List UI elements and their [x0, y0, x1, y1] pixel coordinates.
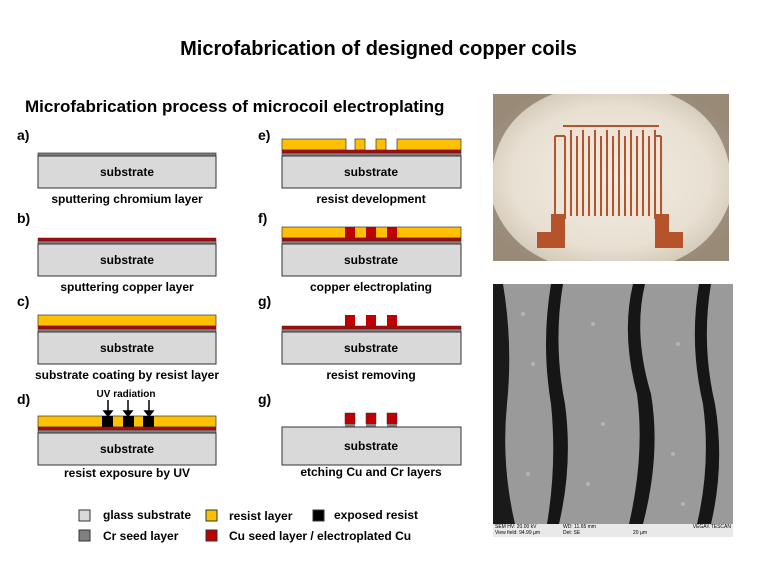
- legend-swatch-exposed: [312, 509, 325, 522]
- electroplated-copper: [365, 412, 377, 425]
- chromium-layer: [387, 424, 397, 427]
- substrate-block: [37, 331, 217, 365]
- legend-label-glass: glass substrate: [103, 508, 191, 522]
- step-c-letter: c): [17, 293, 29, 309]
- resist-layer: [375, 138, 387, 151]
- sem-info-bar: SEM HV: 20.00 kV WD: 11.65 mm VEGA\\ TES…: [493, 524, 733, 537]
- step-f-caption: copper electroplating: [310, 280, 432, 294]
- chromium-layer: [345, 424, 355, 427]
- substrate-block: [281, 331, 462, 365]
- sem-detector: Det: SE: [563, 530, 581, 536]
- substrate-label: substrate: [344, 165, 398, 179]
- copper-seed-layer: [37, 325, 217, 330]
- legend-swatch-chromium: [78, 529, 91, 542]
- substrate-block: [37, 243, 217, 277]
- electroplated-copper: [366, 315, 376, 326]
- process-subtitle: Microfabrication process of microcoil el…: [25, 97, 445, 116]
- step-g-caption: resist removing: [326, 368, 415, 382]
- electroplated-copper: [386, 412, 398, 425]
- legend-label-resist: resist layer: [229, 509, 293, 523]
- step-e-letter: e): [258, 127, 270, 143]
- electroplated-copper: [345, 315, 355, 326]
- copper-seed-layer: [37, 426, 217, 431]
- electroplated-copper: [344, 412, 356, 425]
- sem-brand: VEGA\\ TESCAN: [692, 524, 731, 530]
- sem-micrograph: [493, 284, 733, 524]
- substrate-block: [281, 243, 462, 277]
- substrate-label: substrate: [344, 341, 398, 355]
- substrate-block: [37, 155, 217, 189]
- legend-label-copper: Cu seed layer / electroplated Cu: [229, 529, 411, 543]
- step-a-caption: sputtering chromium layer: [51, 192, 203, 206]
- legend-label-exposed: exposed resist: [334, 508, 418, 522]
- substrate-label: substrate: [344, 439, 398, 453]
- legend: glass substrate resist layer exposed res…: [78, 508, 418, 543]
- step-f-letter: f): [258, 210, 267, 226]
- substrate-block: [281, 155, 462, 189]
- step-e-caption: resist development: [316, 192, 425, 206]
- chromium-layer: [366, 424, 376, 427]
- substrate-block: [37, 432, 217, 466]
- substrate-label: substrate: [100, 253, 154, 267]
- copper-seed-layer: [281, 325, 462, 330]
- resist-layer: [37, 314, 217, 327]
- step-b-letter: b): [17, 210, 30, 226]
- exposed-resist: [123, 416, 134, 427]
- electroplated-copper: [366, 227, 376, 238]
- exposed-resist: [143, 416, 154, 427]
- electroplated-copper: [387, 315, 397, 326]
- resist-layer: [354, 138, 366, 151]
- copper-seed-layer: [37, 237, 217, 242]
- substrate-label: substrate: [344, 253, 398, 267]
- substrate-block: [281, 426, 462, 466]
- sem-hv: SEM HV: 20.00 kV: [495, 524, 537, 530]
- electroplated-copper: [345, 227, 355, 238]
- sem-scale-label: 20 µm: [633, 530, 647, 536]
- copper-coil: [554, 125, 662, 219]
- step-g2-letter: g): [258, 391, 271, 407]
- step-g2-caption: etching Cu and Cr layers: [300, 465, 442, 479]
- step-g-letter: g): [258, 293, 271, 309]
- step-d-letter: d): [17, 391, 30, 407]
- step-a-letter: a): [17, 127, 29, 143]
- resist-layer: [396, 138, 462, 151]
- electroplated-copper: [387, 227, 397, 238]
- legend-swatch-glass: [78, 509, 91, 522]
- legend-swatch-resist: [205, 509, 218, 522]
- resist-layer: [281, 138, 347, 151]
- step-d-caption: resist exposure by UV: [64, 466, 190, 480]
- uv-label: UV radiation: [97, 389, 156, 400]
- substrate-label: substrate: [100, 442, 154, 456]
- substrate-label: substrate: [100, 165, 154, 179]
- copper-seed-layer: [281, 149, 462, 154]
- sem-wd: WD: 11.65 mm: [563, 524, 596, 530]
- uv-arrows: [102, 400, 155, 418]
- copper-seed-layer: [281, 237, 462, 242]
- substrate-label: substrate: [100, 341, 154, 355]
- sem-image: SEM HV: 20.00 kV WD: 11.65 mm VEGA\\ TES…: [493, 284, 733, 537]
- exposed-resist: [102, 416, 113, 427]
- legend-label-chromium: Cr seed layer: [103, 529, 179, 543]
- step-c-caption: substrate coating by resist layer: [35, 368, 219, 382]
- legend-swatch-copper: [205, 529, 218, 542]
- page-title: Microfabrication of designed copper coil…: [180, 38, 577, 60]
- coil-pads: [537, 214, 683, 248]
- sem-view-field: View field: 94.99 µm: [495, 530, 541, 536]
- step-b-caption: sputtering copper layer: [60, 280, 194, 294]
- coil-photo: [493, 94, 729, 261]
